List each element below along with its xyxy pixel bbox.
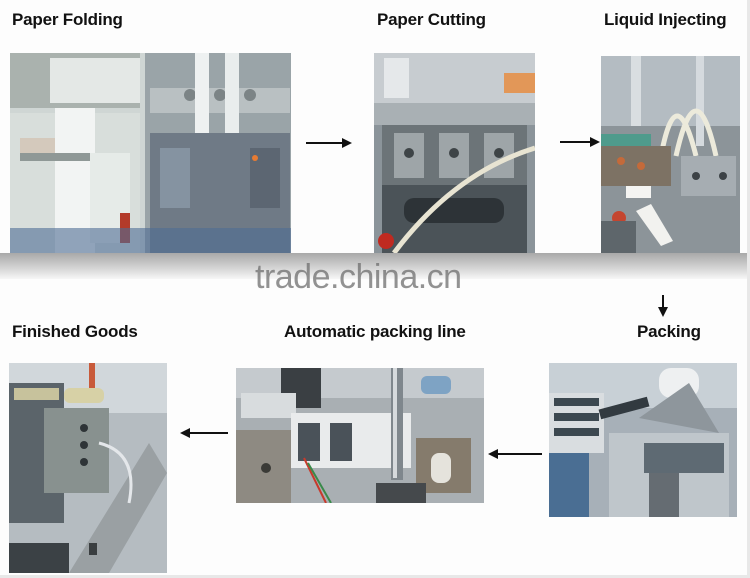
watermark-text: trade.china.cn: [255, 258, 462, 296]
arrow-right-cutting-to-injecting: [560, 135, 602, 153]
label-paper-folding: Paper Folding: [12, 10, 123, 29]
arrow-left-line-to-finished: [178, 426, 230, 444]
label-finished-goods: Finished Goods: [12, 322, 138, 341]
label-paper-cutting: Paper Cutting: [377, 10, 486, 29]
label-automatic-packing-line: Automatic packing line: [284, 322, 466, 341]
watermark-band: [0, 253, 750, 279]
photo-paper-cutting: [374, 53, 535, 253]
photo-packing: [549, 363, 737, 517]
arrow-left-packing-to-line: [486, 447, 544, 465]
photo-automatic-packing-line: [236, 368, 484, 503]
photo-paper-folding: [10, 53, 291, 253]
right-border: [747, 0, 750, 578]
arrow-right-folding-to-cutting: [306, 136, 354, 154]
label-packing: Packing: [637, 322, 701, 341]
bottom-border: [0, 575, 750, 578]
arrow-down-injecting-to-packing: [657, 295, 669, 324]
label-liquid-injecting: Liquid Injecting: [604, 10, 727, 29]
photo-finished-goods: [9, 363, 167, 573]
photo-liquid-injecting: [601, 56, 740, 253]
